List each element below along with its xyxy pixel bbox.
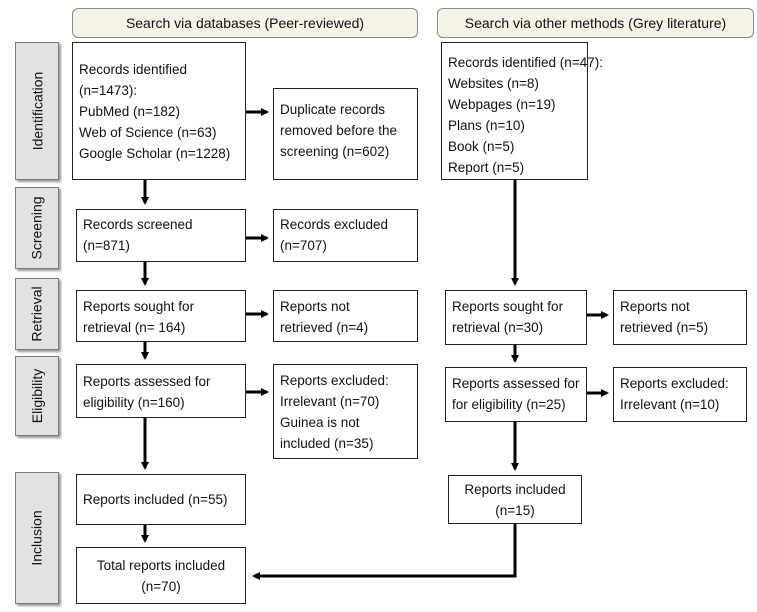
db-reports-included-box: Reports included (n=55) <box>76 474 246 525</box>
text-line: removed before the <box>280 123 398 138</box>
text-line: Reports sought for <box>83 299 195 314</box>
db-reports-sought-box: Reports sought for retrieval (n= 164) <box>76 290 246 342</box>
text-line: Google Scholar (n=1228) <box>79 146 231 161</box>
text-line: eligibility (n=160) <box>83 395 185 410</box>
text-line: retrieval (n= 164) <box>83 320 186 335</box>
db-reports-excluded-box: Reports excluded: Irrelevant (n=70) Guin… <box>273 364 418 459</box>
text-line: for eligibility (n=25) <box>452 397 566 412</box>
other-records-identified-box: Records identified (n=47): Websites (n=8… <box>441 42 603 180</box>
text-line: Reports assessed for <box>83 374 211 389</box>
stage-screening: Screening <box>15 187 59 269</box>
text-line: retrieved (n=5) <box>620 320 709 335</box>
text-line: Reports assessed for <box>452 376 580 391</box>
text-line: Reports included <box>464 482 566 497</box>
stage-identification: Identification <box>15 42 59 180</box>
other-reports-sought-box: Reports sought for retrieval (n=30) <box>445 290 587 345</box>
text-line: included (n=35) <box>280 436 374 451</box>
text-line: Irrelevant (n=10) <box>620 397 720 412</box>
text-line: (n=707) <box>280 238 327 253</box>
text-line: screening (n=602) <box>280 144 390 159</box>
stage-eligibility: Eligibility <box>15 356 59 436</box>
text-line: Reports sought for <box>452 299 564 314</box>
text-line: Total reports included <box>96 558 226 573</box>
text-line: Reports excluded: <box>280 373 389 388</box>
db-records-identified-box: Records identified (n=1473): PubMed (n=1… <box>72 42 246 180</box>
other-reports-excluded-box: Reports excluded: Irrelevant (n=10) <box>613 367 747 422</box>
records-excluded-box: Records excluded (n=707) <box>273 209 418 262</box>
text-line: Records identified (n=47): <box>448 55 603 70</box>
text-line: (n=70) <box>141 579 181 594</box>
text-line: Guinea is not <box>280 415 360 430</box>
db-reports-assessed-box: Reports assessed for eligibility (n=160) <box>76 364 246 418</box>
header-other-methods: Search via other methods (Grey literatur… <box>437 8 754 38</box>
text-line: Websites (n=8) <box>448 76 539 91</box>
db-reports-not-retrieved-box: Reports not retrieved (n=4) <box>273 290 418 342</box>
text-line: PubMed (n=182) <box>79 104 180 119</box>
text-line: Reports excluded: <box>620 376 729 391</box>
text-line: (n=15) <box>495 503 535 518</box>
text-line: Plans (n=10) <box>448 118 525 133</box>
text-line: Reports included (n=55) <box>83 492 228 507</box>
text-line: Records identified <box>79 62 188 77</box>
text-line: Irrelevant (n=70) <box>280 394 380 409</box>
text-line: (n=1473): <box>79 83 138 98</box>
text-line: retrieval (n=30) <box>452 320 544 335</box>
text-line: (n=871) <box>83 238 130 253</box>
text-line: Reports not <box>620 299 690 314</box>
other-reports-not-retrieved-box: Reports not retrieved (n=5) <box>613 290 747 345</box>
text-line: Reports not <box>280 299 350 314</box>
other-reports-included-box: Reports included (n=15) <box>448 475 582 524</box>
total-reports-included-box: Total reports included (n=70) <box>76 547 246 604</box>
text-line: Book (n=5) <box>448 139 515 154</box>
arrow-other-included-to-total <box>252 524 517 580</box>
duplicates-removed-box: Duplicate records removed before the scr… <box>273 88 418 180</box>
text-line: Webpages (n=19) <box>448 97 556 112</box>
text-line: Web of Science (n=63) <box>79 125 217 140</box>
text-line: Report (n=5) <box>448 160 525 175</box>
stage-retrieval: Retrieval <box>15 278 59 350</box>
header-databases: Search via databases (Peer-reviewed) <box>72 8 418 38</box>
text-line: retrieved (n=4) <box>280 320 369 335</box>
text-line: Records screened <box>83 217 193 232</box>
records-screened-box: Records screened (n=871) <box>76 209 246 262</box>
text-line: Records excluded <box>280 217 389 232</box>
stage-inclusion: Inclusion <box>15 472 59 604</box>
text-line: Duplicate records <box>280 102 386 117</box>
other-reports-assessed-box: Reports assessed for for eligibility (n=… <box>445 367 587 422</box>
